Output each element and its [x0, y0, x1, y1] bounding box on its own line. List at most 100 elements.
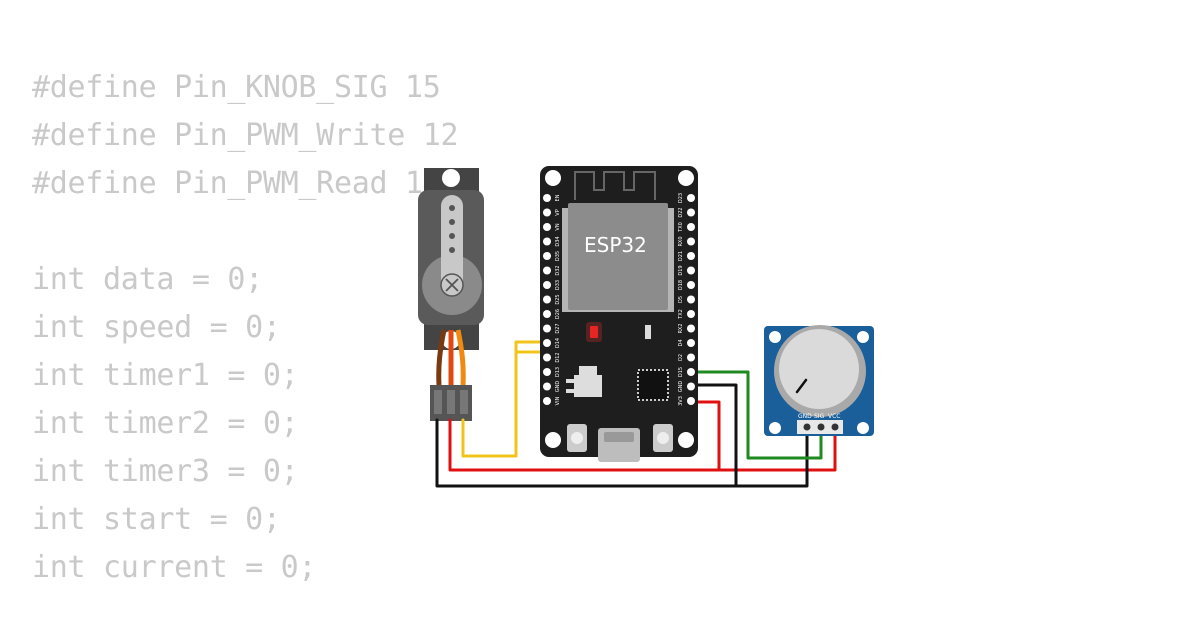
esp32-pin-label: D15 [678, 367, 684, 377]
esp32-pin-en[interactable] [543, 194, 551, 202]
esp32-pin-vin[interactable] [543, 397, 551, 405]
esp32-pin-rx0[interactable] [687, 237, 695, 246]
code-line: int data = 0; [32, 262, 263, 297]
esp32-pin-label: D23 [678, 193, 684, 203]
code-line: int timer1 = 0; [32, 358, 299, 393]
servo-mount-hole-top [442, 169, 460, 187]
esp32-pin-label: VN [555, 223, 561, 230]
code-line: #define Pin_KNOB_SIG 15 [32, 70, 441, 105]
esp32-pin-vn[interactable] [543, 223, 551, 231]
esp32-pin-label: EN [555, 194, 561, 201]
esp32-pin-label: D18 [678, 280, 684, 290]
esp32-pin-label: D2 [678, 354, 684, 361]
code-line: int speed = 0; [32, 310, 281, 345]
wire-yellow-signal[interactable] [461, 350, 550, 458]
esp32-pin-d25[interactable] [543, 295, 551, 304]
power-led-glow [586, 322, 602, 342]
esp32-pin-3v3[interactable] [687, 397, 695, 405]
esp32-pin-label: D27 [555, 323, 561, 333]
esp32-pin-d4[interactable] [687, 339, 695, 347]
code-line: int timer3 = 0; [32, 454, 299, 489]
code-line: int current = 0; [32, 550, 317, 585]
esp32-pin-label: D19 [678, 265, 684, 275]
esp32-pin-label: GND [678, 381, 684, 393]
esp32-pin-d2[interactable] [687, 353, 695, 362]
esp32-pin-label: D13 [555, 367, 561, 377]
servo-motor[interactable] [418, 168, 484, 350]
esp32-pin-d14[interactable] [543, 339, 551, 347]
pot-pin-gnd[interactable] [803, 423, 811, 431]
pot-pin-vcc[interactable] [831, 423, 839, 431]
knob-indicator [795, 378, 808, 394]
en-button[interactable] [653, 424, 673, 452]
wire-green-pot-signal[interactable] [689, 370, 823, 460]
code-overlay: #define Pin_KNOB_SIG 15 #define Pin_PWM_W… [32, 64, 459, 592]
esp32-pin-d18[interactable] [687, 281, 695, 289]
esp32-pin-gnd[interactable] [687, 382, 695, 391]
pot-pin-label-gnd: GND [798, 413, 812, 420]
esp32-pin-label: D26 [555, 309, 561, 319]
esp32-pin-label: RX0 [678, 236, 684, 246]
voltage-regulator [566, 366, 602, 397]
code-line: #define Pin_PWM_Write 12 [32, 118, 459, 153]
wire-red-pot-vcc[interactable] [717, 424, 837, 472]
code-line: int start = 0; [32, 502, 281, 537]
usb-uart-chip [637, 369, 669, 401]
esp32-pin-gnd[interactable] [543, 382, 551, 391]
wire-yellow-read[interactable] [514, 340, 550, 354]
esp32-pin-label: D35 [555, 251, 561, 261]
esp32-left-pin-header: ENVPVND34D35D32D33D25D26D27D14D12D13GNDV… [543, 194, 561, 405]
esp32-pin-d15[interactable] [687, 368, 695, 376]
esp32-pin-d33[interactable] [543, 281, 551, 289]
esp32-pin-label: VP [555, 209, 561, 215]
esp32-pin-d12[interactable] [543, 353, 551, 362]
esp32-pin-d35[interactable] [543, 252, 551, 260]
esp32-pin-label: D22 [678, 207, 684, 217]
esp32-pin-vp[interactable] [543, 208, 551, 217]
esp32-pin-label: D21 [678, 251, 684, 261]
esp32-pin-label: GND [555, 381, 561, 393]
esp32-board[interactable]: ESP32 ENVPVND34D35D32D33D25D26D27D14D12D… [540, 166, 698, 462]
esp32-pin-tx2[interactable] [687, 310, 695, 318]
pot-pin-label-sig: SIG [814, 413, 825, 420]
esp32-pin-label: RX2 [678, 323, 684, 333]
esp32-pin-d27[interactable] [543, 324, 551, 333]
micro-usb-port[interactable] [598, 428, 640, 462]
esp32-pin-d34[interactable] [543, 237, 551, 246]
esp32-pin-d32[interactable] [543, 266, 551, 275]
esp32-pin-tx0[interactable] [687, 223, 695, 231]
esp32-pin-rx2[interactable] [687, 324, 695, 333]
pot-pin-label-vcc: VCC [828, 413, 840, 420]
esp32-pin-label: D5 [678, 296, 684, 303]
esp32-pin-label: TX0 [678, 222, 684, 233]
esp32-pin-d22[interactable] [687, 208, 695, 217]
code-line: int timer2 = 0; [32, 406, 299, 441]
esp32-pin-d19[interactable] [687, 266, 695, 275]
pot-pin-sig[interactable] [817, 423, 825, 431]
wifi-antenna-icon [574, 171, 656, 200]
esp32-pin-label: D34 [555, 236, 561, 246]
esp32-pin-label: TX2 [678, 309, 684, 320]
servo-connector[interactable] [430, 385, 472, 421]
esp32-pin-label: D12 [555, 352, 561, 362]
esp32-pin-d21[interactable] [687, 252, 695, 260]
esp32-pin-d26[interactable] [543, 310, 551, 318]
esp32-chip-label: ESP32 [584, 233, 647, 257]
servo-cable [436, 329, 466, 386]
esp32-pin-label: D25 [555, 294, 561, 304]
smd-component [645, 325, 651, 339]
esp32-pin-d5[interactable] [687, 295, 695, 304]
wire-black-pot-gnd[interactable] [734, 424, 809, 488]
boot-button[interactable] [567, 424, 587, 452]
potentiometer-knob[interactable] [779, 329, 859, 409]
esp32-pin-d13[interactable] [543, 368, 551, 376]
esp32-pin-label: D32 [555, 265, 561, 275]
servo-horn-icon[interactable] [440, 195, 464, 297]
esp32-pin-d23[interactable] [687, 194, 695, 202]
potentiometer-module[interactable]: GND SIG VCC [764, 325, 874, 436]
esp32-pin-label: D4 [678, 339, 684, 346]
esp32-pin-label: D14 [555, 338, 561, 348]
esp32-pin-label: 3V3 [678, 396, 684, 406]
